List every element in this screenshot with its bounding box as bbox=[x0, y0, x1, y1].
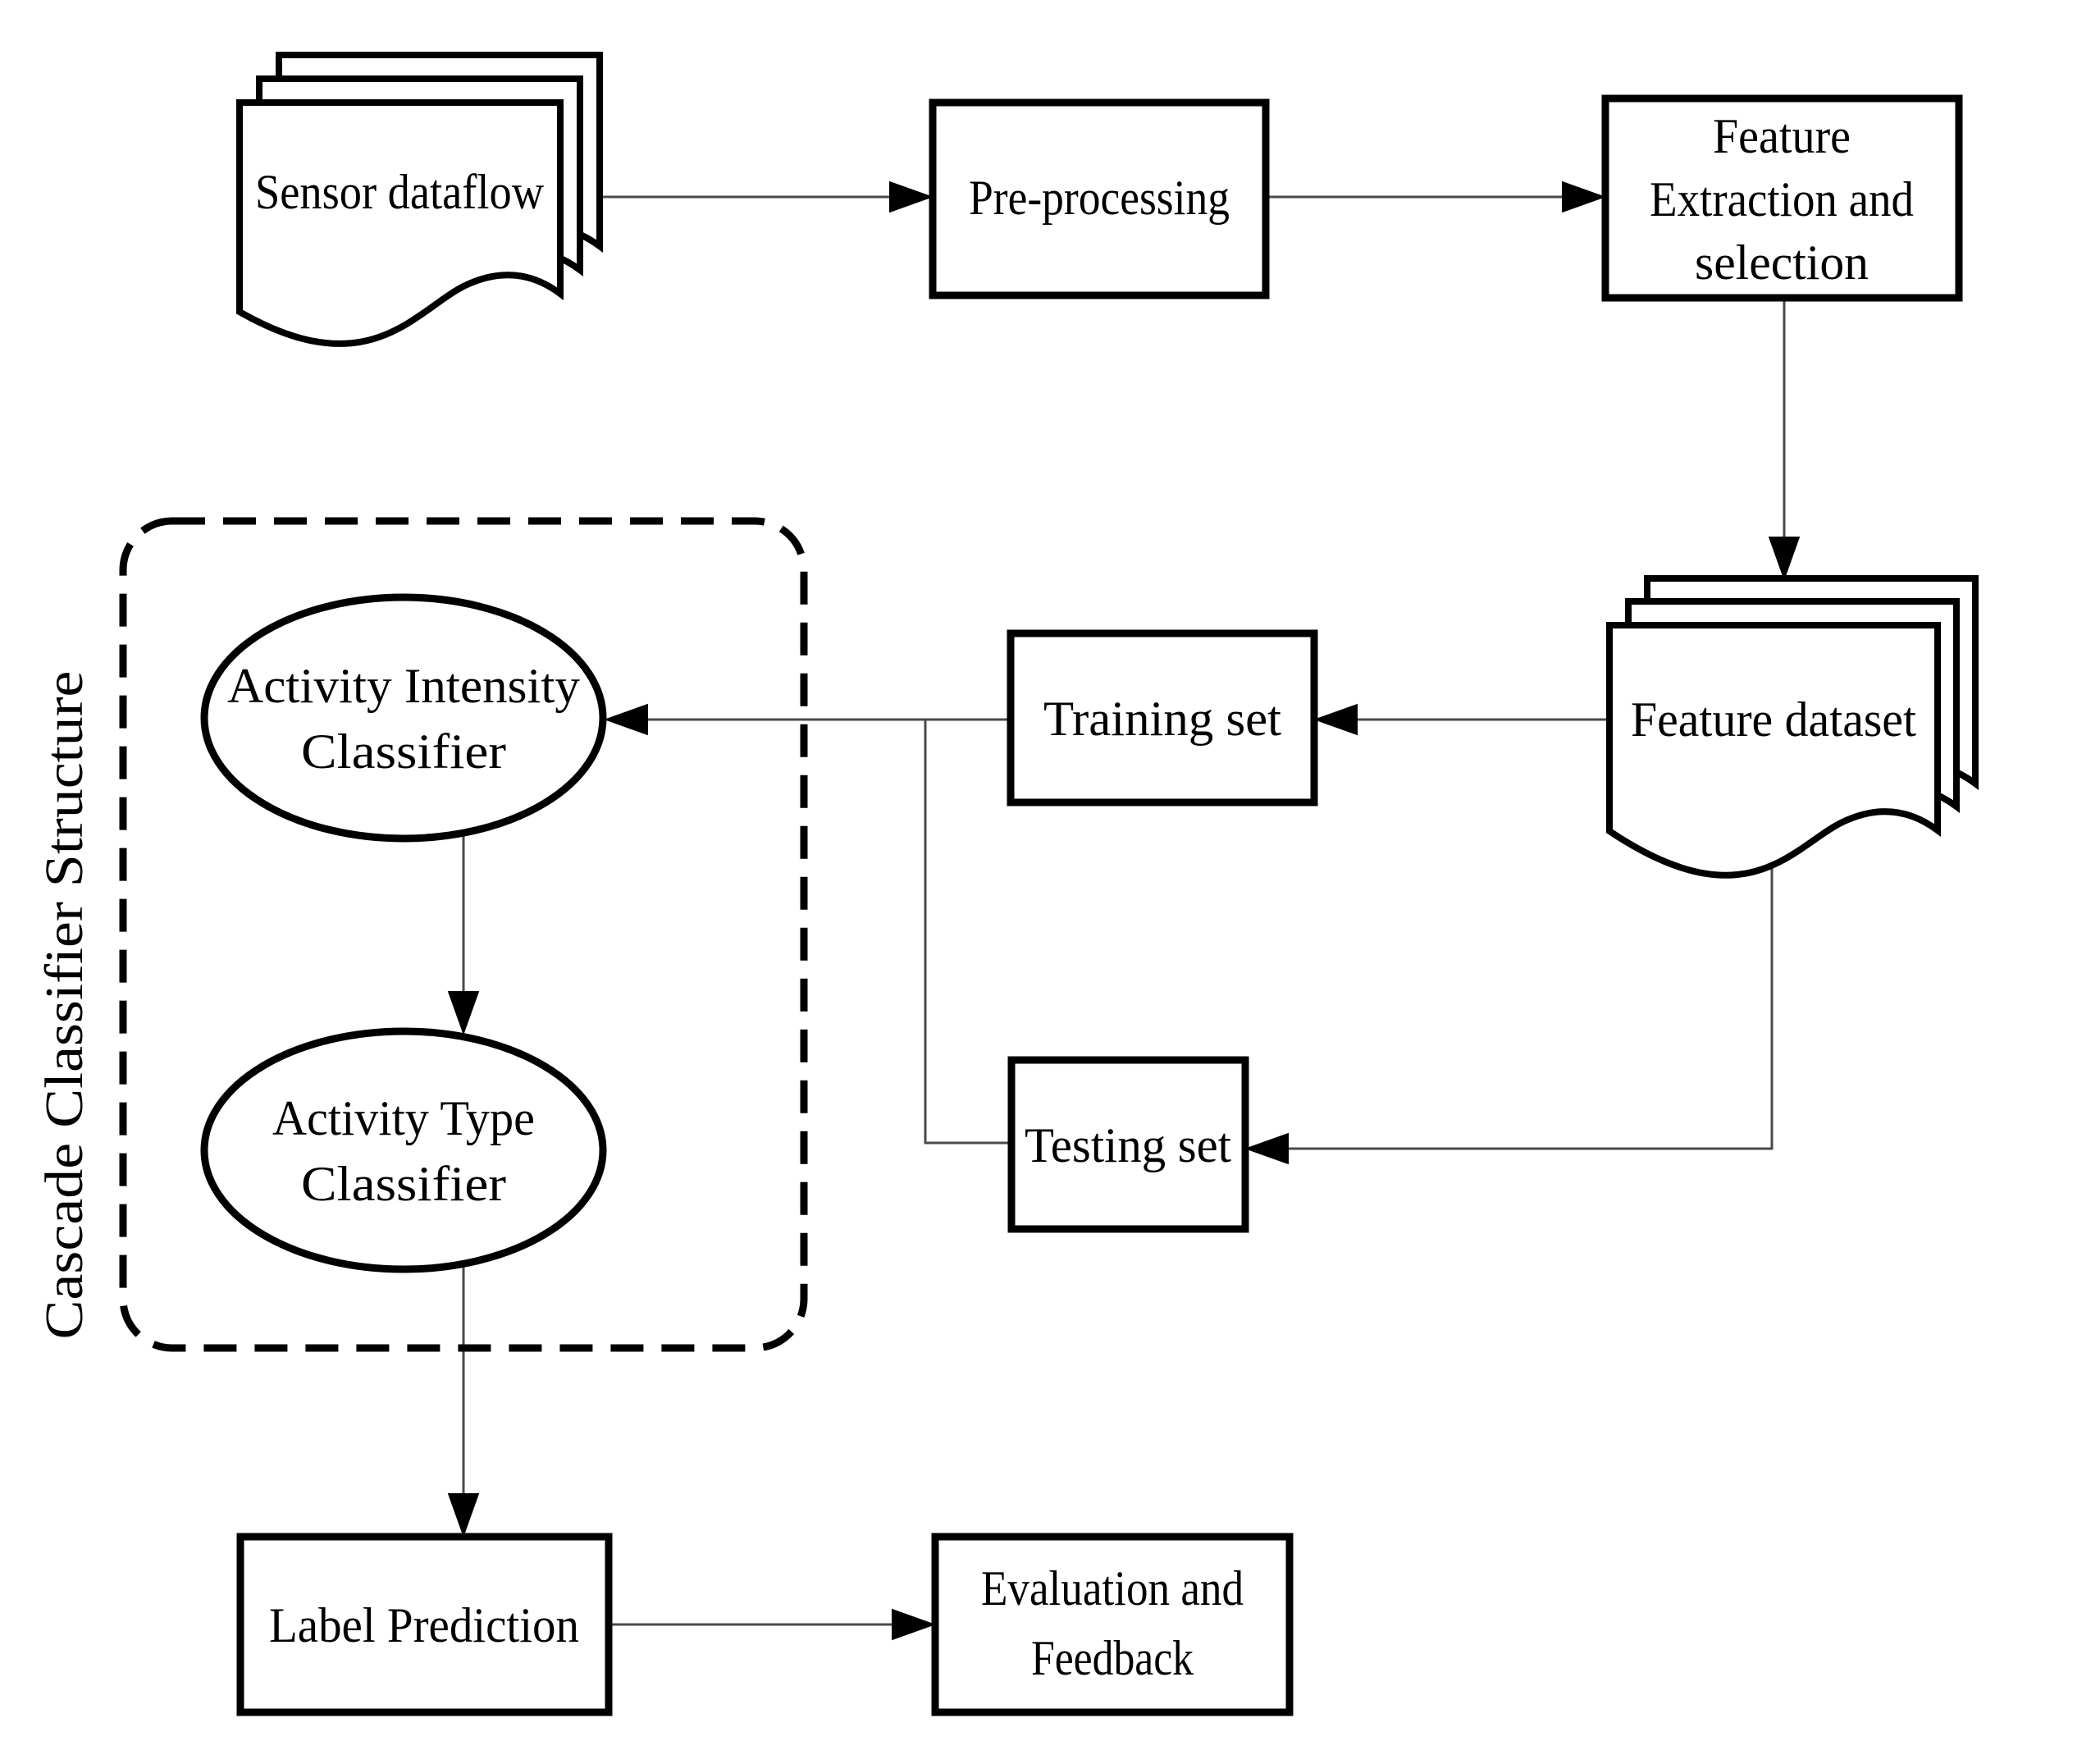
activity-intensity-label-line1: Activity Intensity bbox=[227, 659, 580, 713]
node-feature-extraction: Feature Extraction and selection bbox=[1601, 94, 1963, 302]
evaluation-feedback-label-line1: Evaluation and bbox=[981, 1561, 1244, 1615]
cascade-classifier-group-label: Cascade Classifier Structure bbox=[34, 671, 94, 1340]
label-prediction-box bbox=[236, 1533, 613, 1716]
feature-extraction-box bbox=[1601, 94, 1963, 302]
feature-extraction-label-line1: Feature bbox=[1713, 109, 1851, 163]
activity-type-label-line1: Activity Type bbox=[272, 1091, 535, 1145]
feature-dataset-label: Feature dataset bbox=[1631, 692, 1916, 747]
node-training-set: Training set bbox=[1007, 629, 1318, 807]
feature-extraction-label-line2: Extraction and bbox=[1650, 172, 1914, 226]
evaluation-feedback-label-line2: Feedback bbox=[1031, 1631, 1194, 1685]
node-testing-set: Testing set bbox=[1007, 1056, 1249, 1233]
cascade-classifier-group-border bbox=[119, 517, 808, 1352]
activity-type-label-line2: Classifier bbox=[301, 1157, 506, 1211]
node-label-prediction: Label Prediction bbox=[236, 1533, 613, 1716]
activity-intensity-label-line2: Classifier bbox=[301, 724, 506, 779]
pre-processing-label: Pre-processing bbox=[969, 171, 1230, 225]
node-activity-intensity-classifier: Activity Intensity Classifier bbox=[200, 593, 607, 843]
activity-type-ellipse bbox=[200, 1027, 607, 1273]
sensor-dataflow-label: Sensor dataflow bbox=[255, 165, 545, 219]
training-set-label: Training set bbox=[1043, 692, 1281, 746]
label-prediction-label: Label Prediction bbox=[269, 1598, 579, 1652]
sensor-dataflow-page-front bbox=[236, 99, 564, 347]
feature-extraction-label-line3: selection bbox=[1695, 235, 1869, 290]
node-sensor-dataflow: Sensor dataflow bbox=[236, 52, 603, 347]
feature-dataset-page-front bbox=[1606, 622, 1941, 879]
node-evaluation-feedback: Evaluation and Feedback bbox=[931, 1533, 1294, 1716]
testing-set-box bbox=[1007, 1056, 1249, 1233]
activity-intensity-ellipse bbox=[200, 593, 607, 843]
connectors bbox=[447, 180, 1801, 1641]
pre-processing-box bbox=[929, 98, 1270, 299]
node-feature-dataset: Feature dataset bbox=[1606, 575, 1979, 879]
edge-testingset-junction bbox=[924, 720, 1011, 1145]
node-activity-type-classifier: Activity Type Classifier bbox=[200, 1027, 607, 1273]
testing-set-label: Testing set bbox=[1025, 1118, 1231, 1172]
edge-featuredataset-to-testingset bbox=[1244, 820, 1774, 1165]
training-set-box bbox=[1007, 629, 1318, 807]
node-pre-processing: Pre-processing bbox=[929, 98, 1270, 299]
evaluation-feedback-box bbox=[931, 1533, 1294, 1716]
